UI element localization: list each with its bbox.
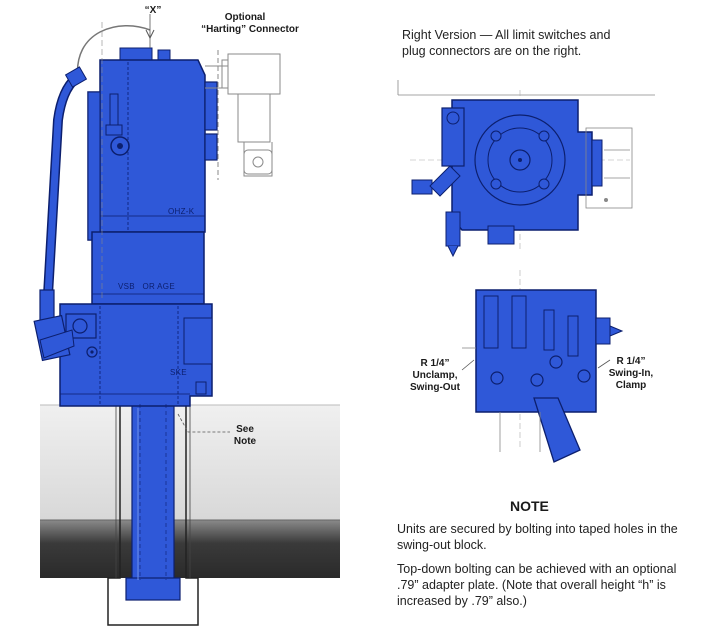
front-view-arm	[533, 397, 581, 463]
note-para1-line1: Units are secured by bolting into taped …	[397, 522, 678, 536]
cylinder-body	[91, 231, 205, 305]
see-note-label-1: See	[236, 424, 254, 435]
see-note-label-2: Note	[233, 436, 257, 447]
port-right-label-3: Clamp	[615, 380, 647, 391]
right-version-line-2: plug connectors are on the right.	[402, 44, 582, 58]
swing-out-block	[59, 303, 213, 407]
harting-connector-label: “Harting” Connector	[201, 24, 299, 35]
port-left-label-2: Unclamp,	[412, 370, 458, 381]
front-view-body	[475, 289, 597, 413]
harting-connector-ghost	[205, 50, 281, 180]
port-left-label-3: Swing-Out	[410, 382, 460, 393]
piston-rod-foot	[125, 577, 181, 601]
note-para2-line2: .79” adapter plate. (Note that overall h…	[397, 578, 666, 592]
optional-label: Optional	[224, 12, 266, 23]
side-view-unit	[33, 14, 340, 626]
top-view-unit	[397, 80, 655, 258]
port-right-label-1: R 1/4”	[616, 356, 646, 367]
right-version-line-1: Right Version — All limit switches and	[402, 28, 611, 42]
piston-rod	[131, 404, 175, 584]
body-label-ske: SKE	[170, 368, 187, 377]
harting-cable-arc	[76, 24, 151, 81]
note-para2-line1: Top-down bolting can be achieved with an…	[397, 562, 677, 576]
body-label-vsb: VSB OR AGE	[118, 282, 175, 291]
note-heading: NOTE	[510, 498, 549, 514]
note-para1-line2: swing-out block.	[397, 538, 487, 552]
body-label-ohz: OHZ-K	[168, 207, 195, 216]
port-right-label-2: Swing-In,	[608, 368, 654, 379]
port-left-label-1: R 1/4”	[420, 358, 450, 369]
note-para2-line3: increased by .79” also.)	[397, 594, 527, 608]
front-view-unit	[461, 270, 624, 463]
bore-outline	[107, 405, 199, 626]
view-x-label: “X”	[144, 5, 162, 16]
